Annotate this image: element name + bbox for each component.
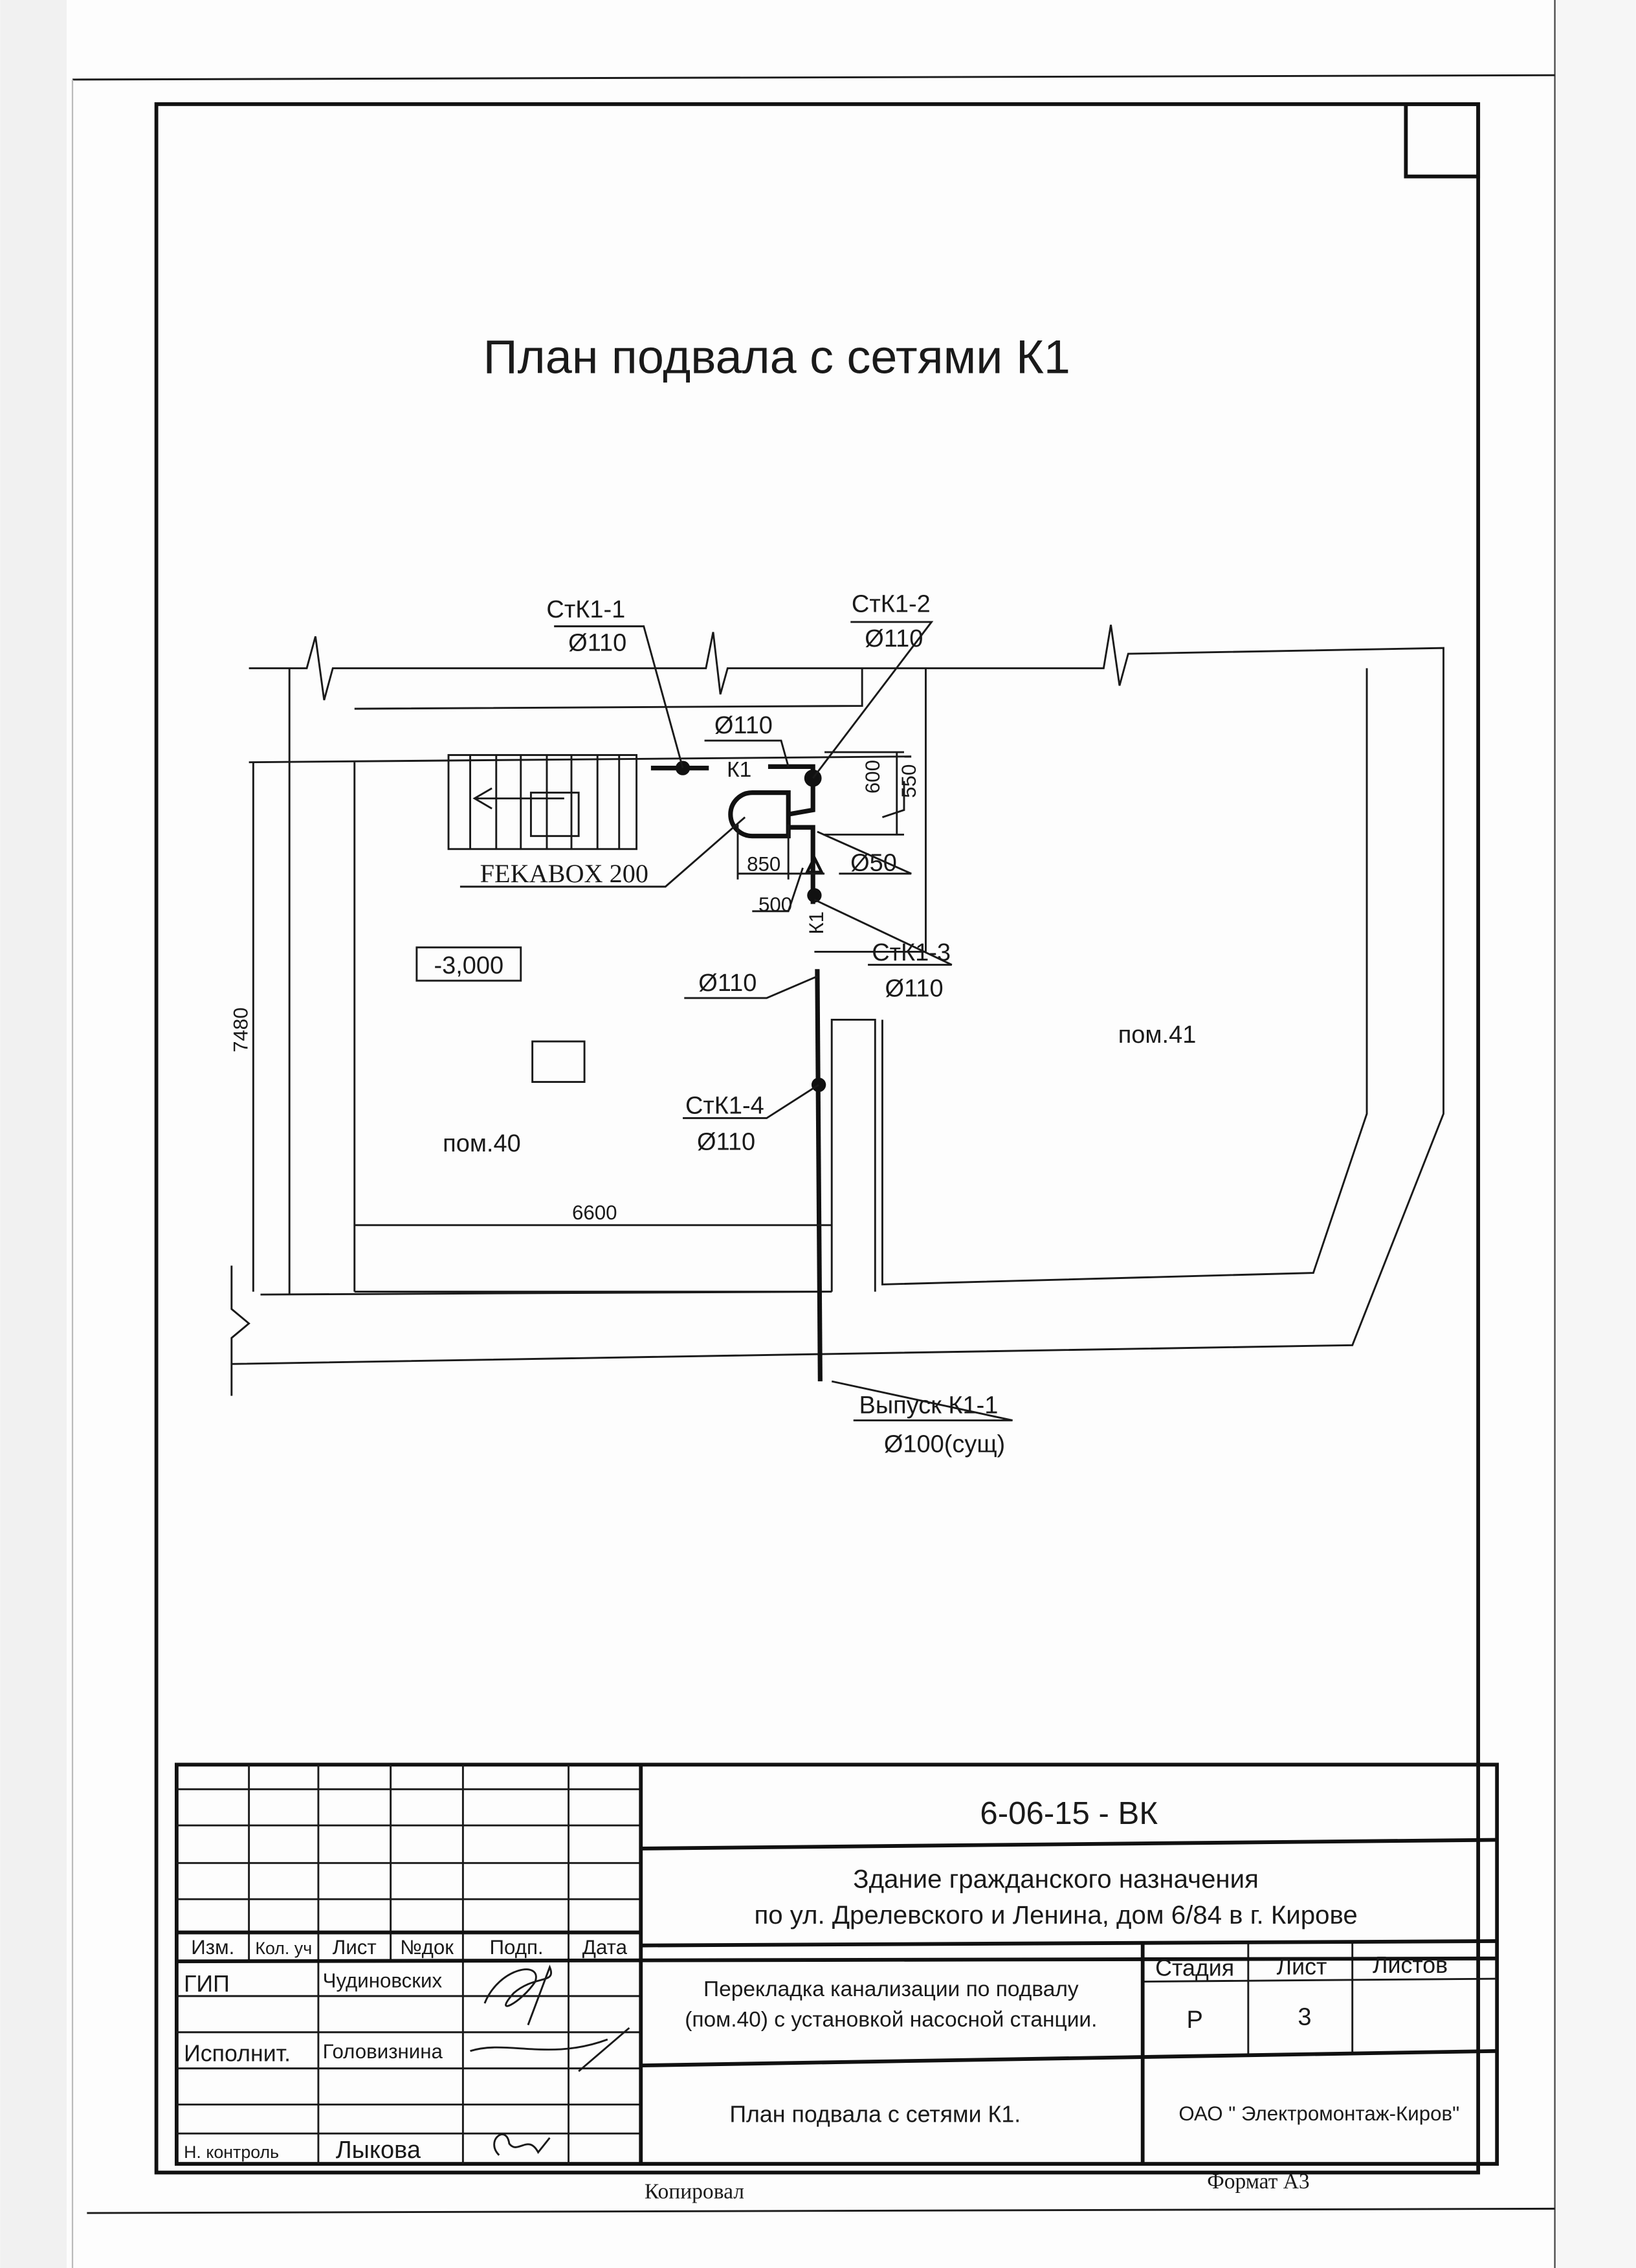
organization: ОАО " Электромонтаж-Киров" — [1178, 2102, 1459, 2125]
format-label: Формат А3 — [1207, 2170, 1309, 2194]
sheet-edge — [72, 74, 1555, 81]
building-line-2: по ул. Дрелевского и Ленина, дом 6/84 в … — [754, 1900, 1357, 1929]
level-value: -3,000 — [434, 952, 503, 979]
role-executor: Исполнит. — [184, 2040, 291, 2066]
riser-stk1-1-label: СтК1-1 — [546, 596, 625, 623]
header-list: Лист — [333, 1936, 377, 1959]
stage-header: Стадия — [1155, 1955, 1234, 1981]
pipe-diameter-mid: Ø110 — [698, 970, 757, 997]
outlet-label: Выпуск К1-1 — [859, 1392, 999, 1419]
signature-executor — [470, 2027, 630, 2073]
sheet-header: Лист — [1277, 1953, 1327, 1979]
description-line-1: Перекладка канализации по подвалу — [703, 1977, 1079, 2001]
riser-stk1-2-diameter: Ø110 — [865, 625, 923, 652]
dimension-6600: 6600 — [572, 1201, 617, 1224]
sheet-value: 3 — [1298, 2004, 1311, 2031]
riser-stk1-3-label: СтК1-3 — [872, 939, 951, 966]
riser-stk1-4-diameter: Ø110 — [697, 1129, 755, 1156]
building-line-1: Здание гражданского назначения — [853, 1864, 1259, 1893]
pipe-diameter-top: Ø110 — [714, 712, 773, 739]
dimension-550: 550 — [898, 764, 920, 798]
signature-gip — [483, 1964, 552, 2026]
role-gip: ГИП — [184, 1971, 230, 1997]
network-label-k1: К1 — [727, 758, 751, 782]
dimension-7480: 7480 — [229, 1007, 252, 1052]
outlet-diameter: Ø100(сущ) — [884, 1431, 1005, 1458]
header-izm: Изм. — [191, 1936, 234, 1959]
header-podp: Подп. — [490, 1936, 544, 1959]
copied-label: Копировал — [645, 2180, 744, 2204]
name-gip: Чудиновских — [323, 1969, 443, 1992]
scan-edge — [0, 0, 67, 2268]
dimension-600: 600 — [861, 760, 884, 794]
network-label-k1-vertical: К1 — [805, 911, 828, 935]
dimension-850: 850 — [747, 852, 780, 875]
description-line-2: (пом.40) с установкой насосной станции. — [685, 2008, 1097, 2032]
name-norm-control: Лыкова — [336, 2137, 421, 2164]
sewer-network-k1 — [650, 761, 826, 1382]
drawing-frame — [154, 102, 1481, 2175]
dimension-500: 500 — [758, 893, 792, 916]
riser-stk1-1-diameter: Ø110 — [568, 630, 626, 657]
role-norm-control: Н. контроль — [184, 2142, 279, 2162]
riser-stk1-3-diameter: Ø110 — [885, 975, 944, 1003]
document-code: 6-06-15 - ВК — [980, 1796, 1158, 1831]
header-ndok: №док — [400, 1936, 454, 1959]
title-block — [175, 1762, 1499, 2166]
signature-norm-control — [493, 2133, 551, 2156]
floor-drain — [531, 1040, 586, 1084]
floor-plan — [230, 625, 1444, 1396]
corner-box — [1404, 102, 1481, 179]
drawing-title: План подвала с сетями К1 — [483, 330, 1070, 384]
riser-stk1-4-label: СтК1-4 — [685, 1093, 764, 1120]
name-executor: Головизнина — [323, 2040, 443, 2063]
riser-stk1-2-label: СтК1-2 — [852, 590, 931, 617]
level-mark — [415, 946, 522, 982]
stage-value: Р — [1186, 2007, 1202, 2034]
sheet-title: План подвала с сетями К1. — [729, 2101, 1021, 2127]
annotations — [252, 621, 1013, 1421]
header-data: Дата — [582, 1936, 628, 1959]
pipe-diameter-50: Ø50 — [850, 849, 897, 876]
sheets-header: Листов — [1373, 1952, 1448, 1978]
header-kol-uch: Кол. уч — [255, 1939, 312, 1958]
pump-station-label: FEKABOX 200 — [480, 859, 648, 888]
room-40-label: пом.40 — [443, 1130, 521, 1157]
room-41-label: пом.41 — [1118, 1021, 1197, 1049]
